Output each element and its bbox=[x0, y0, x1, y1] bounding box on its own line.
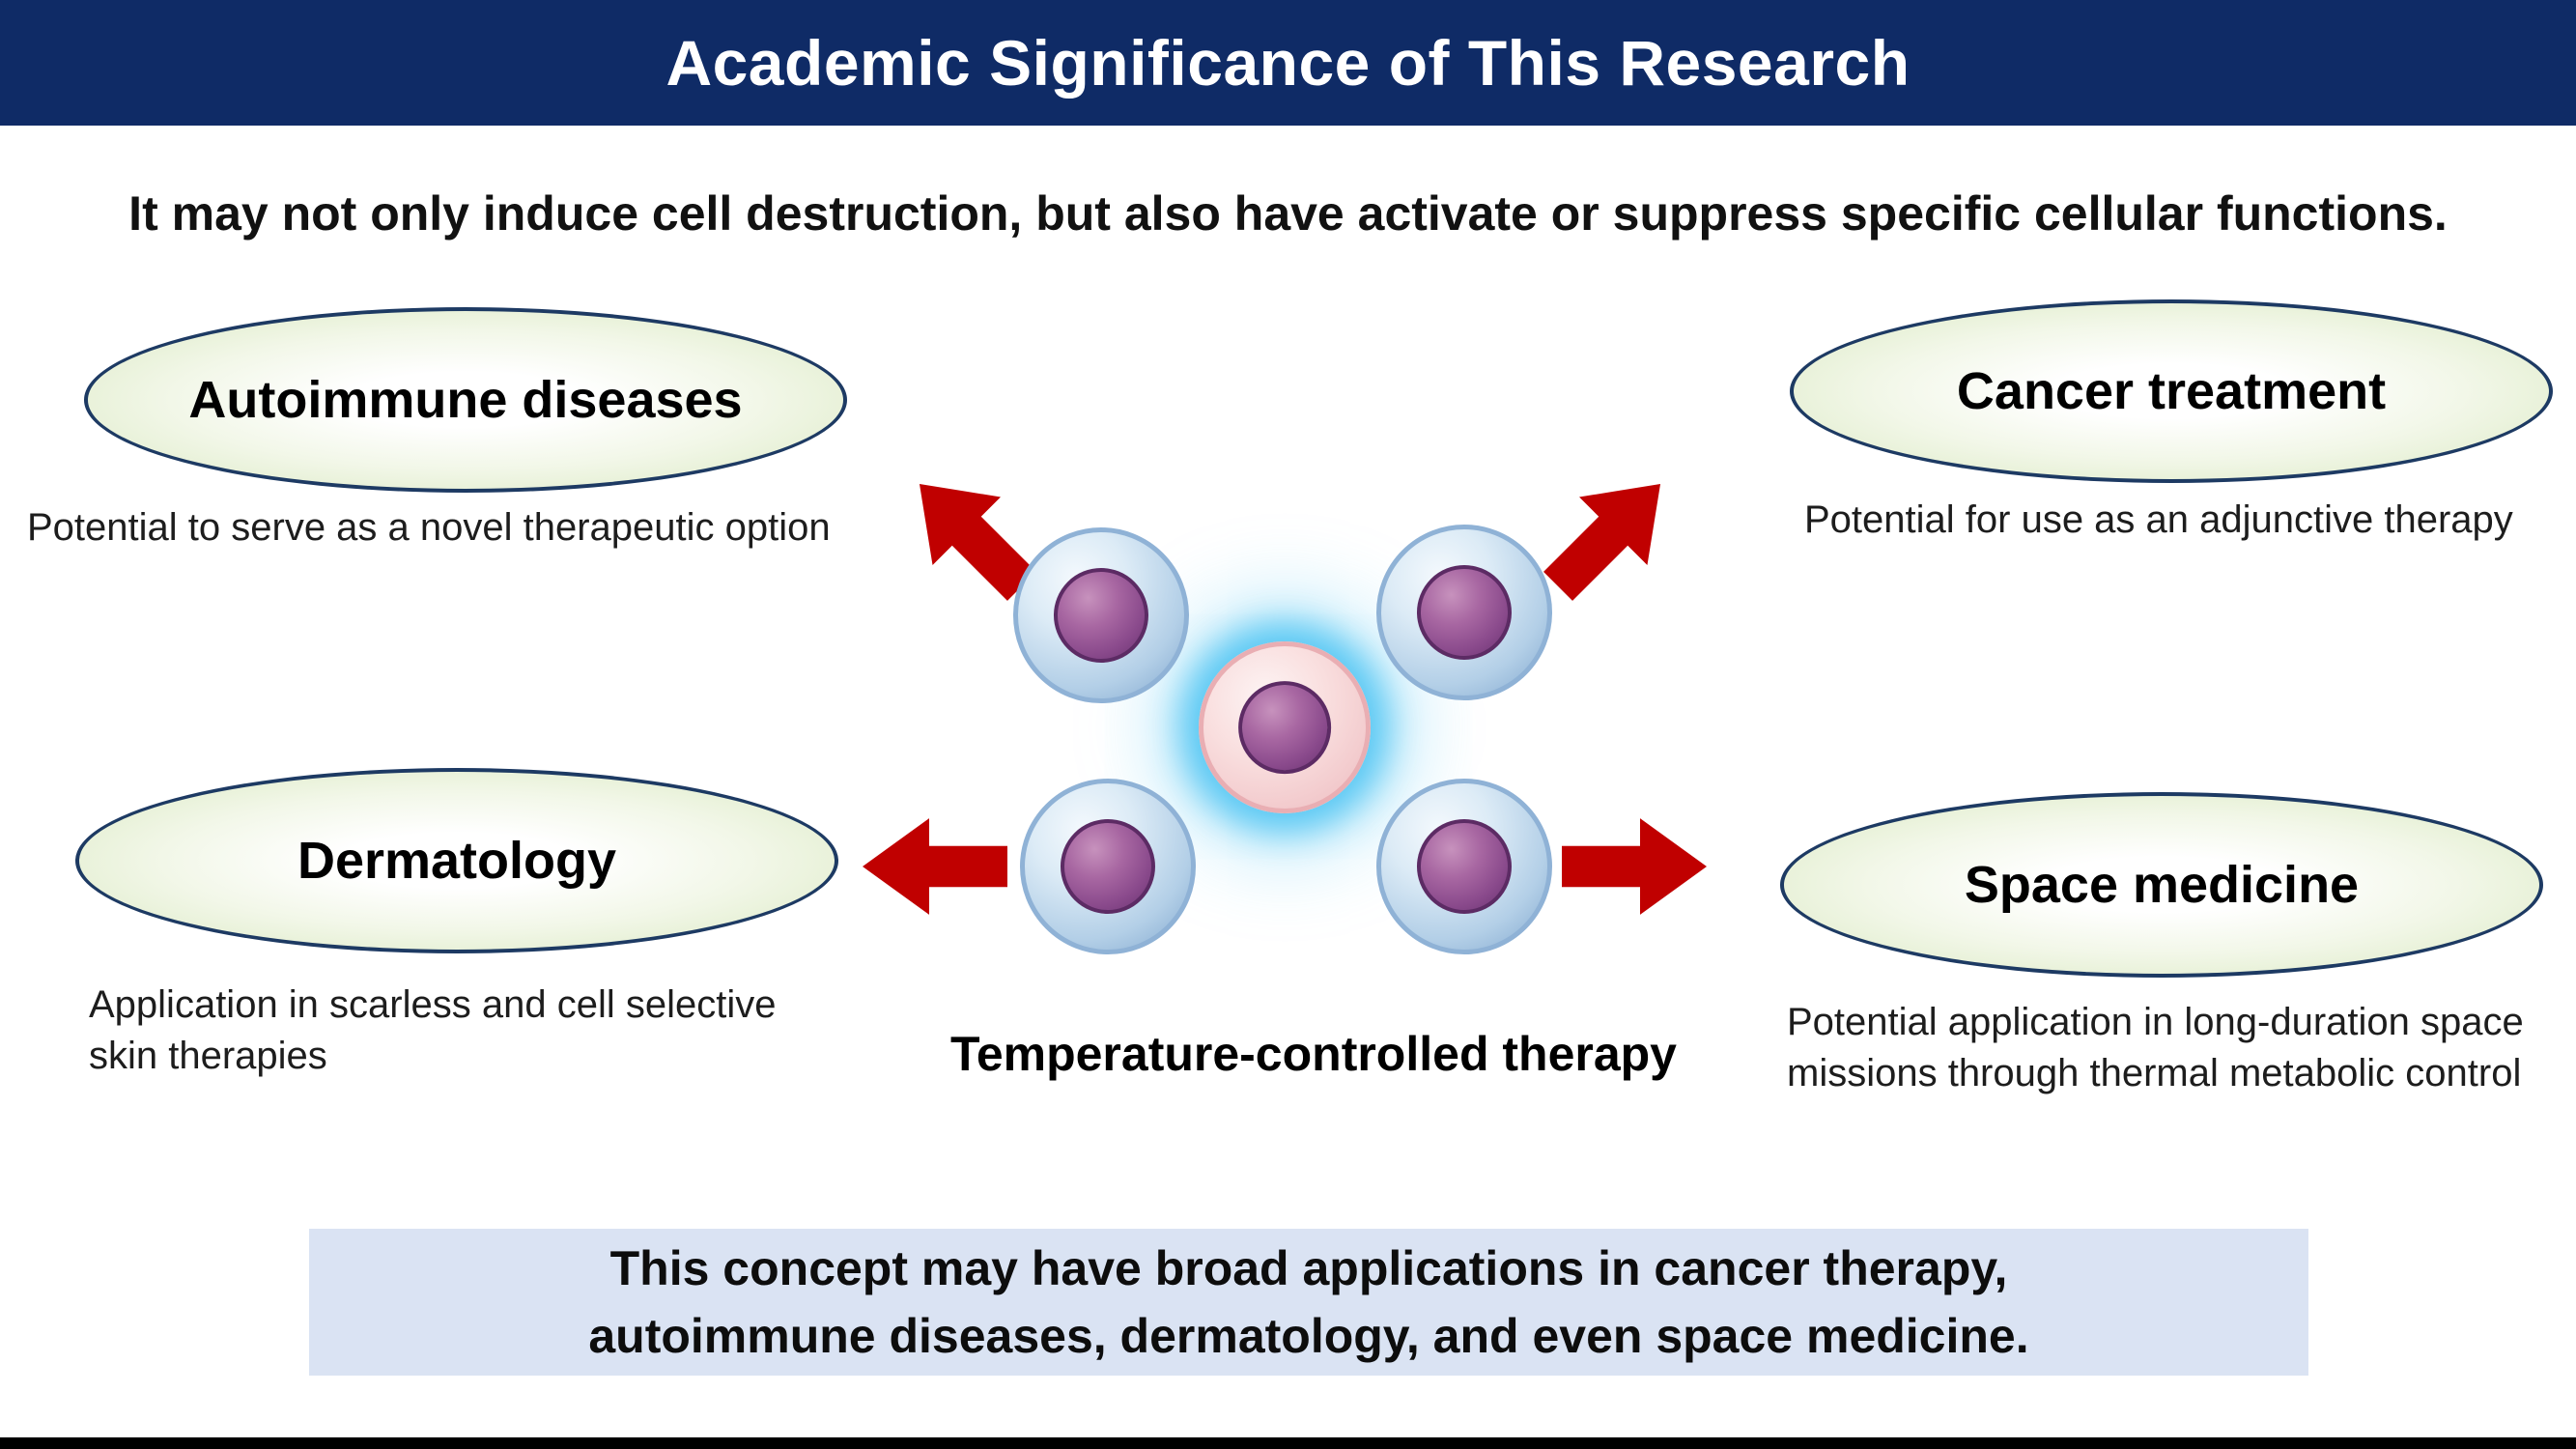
page-title: Academic Significance of This Research bbox=[665, 27, 1911, 99]
cell-nucleus-icon bbox=[1416, 818, 1513, 915]
node-label-space: Space medicine bbox=[1964, 856, 2360, 914]
node-autoimmune-diseases: Autoimmune diseases bbox=[84, 307, 847, 493]
immune-cell-icon bbox=[1013, 527, 1189, 703]
footer-text: This concept may have broad applications… bbox=[588, 1241, 2029, 1363]
cell-nucleus-icon bbox=[1060, 818, 1156, 915]
immune-cell-icon bbox=[1376, 779, 1552, 954]
immune-cell-icon bbox=[1020, 779, 1196, 954]
center-label: Temperature-controlled therapy bbox=[949, 1027, 1677, 1081]
node-cancer-treatment: Cancer treatment bbox=[1790, 299, 2553, 483]
target-cell-glowing-icon bbox=[1199, 641, 1371, 813]
caption-dermatology: Application in scarless and cell selecti… bbox=[89, 983, 777, 1077]
cell-nucleus-icon bbox=[1238, 681, 1331, 774]
node-label-autoimmune: Autoimmune diseases bbox=[188, 371, 743, 429]
caption-space: Potential application in long-duration s… bbox=[1787, 1001, 2524, 1094]
node-dermatology: Dermatology bbox=[75, 768, 838, 953]
immune-cell-icon bbox=[1376, 525, 1552, 700]
arrow-right-icon bbox=[1562, 818, 1707, 915]
arrow-left-icon bbox=[863, 815, 1007, 918]
node-space-medicine: Space medicine bbox=[1780, 792, 2543, 978]
bottom-edge-bar bbox=[0, 1437, 2576, 1449]
cell-nucleus-icon bbox=[1053, 567, 1149, 664]
footer-callout: This concept may have broad applications… bbox=[309, 1229, 2308, 1376]
caption-autoimmune: Potential to serve as a novel therapeuti… bbox=[27, 506, 831, 549]
subtitle-text: It may not only induce cell destruction,… bbox=[128, 186, 2448, 241]
node-label-cancer: Cancer treatment bbox=[1956, 362, 2387, 420]
cell-nucleus-icon bbox=[1416, 564, 1513, 661]
caption-cancer: Potential for use as an adjunctive thera… bbox=[1804, 498, 2513, 541]
header-banner: Academic Significance of This Research bbox=[0, 0, 2576, 126]
node-label-dermatology: Dermatology bbox=[297, 832, 617, 890]
